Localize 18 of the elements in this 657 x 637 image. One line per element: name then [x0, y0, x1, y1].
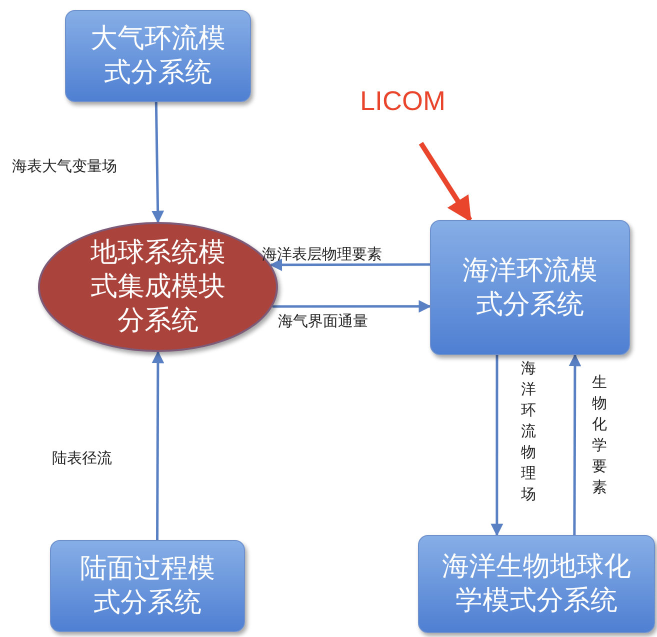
arrow	[418, 142, 472, 222]
arrow	[272, 300, 432, 313]
model-label: LICOM	[360, 86, 446, 116]
arrow	[152, 102, 164, 224]
edge-label: 海表大气变量场	[12, 156, 117, 177]
process-box: 海洋环流模式分系统	[430, 220, 630, 355]
process-box: 海洋生物地球化学模式分系统	[418, 535, 655, 633]
process-box: 大气环流模式分系统	[65, 10, 251, 102]
edge-label: 海气界面通量	[278, 311, 368, 332]
edge-label: 陆表径流	[52, 448, 112, 469]
edge-label: 生物化学要素	[592, 372, 608, 498]
arrow	[270, 258, 430, 272]
edge-label: 海洋环流物理场	[521, 358, 537, 505]
edge-label: 海洋表层物理要素	[262, 244, 382, 265]
arrow	[152, 350, 164, 540]
process-box: 陆面过程模式分系统	[50, 540, 245, 632]
arrow	[568, 354, 582, 535]
arrow	[490, 355, 504, 536]
